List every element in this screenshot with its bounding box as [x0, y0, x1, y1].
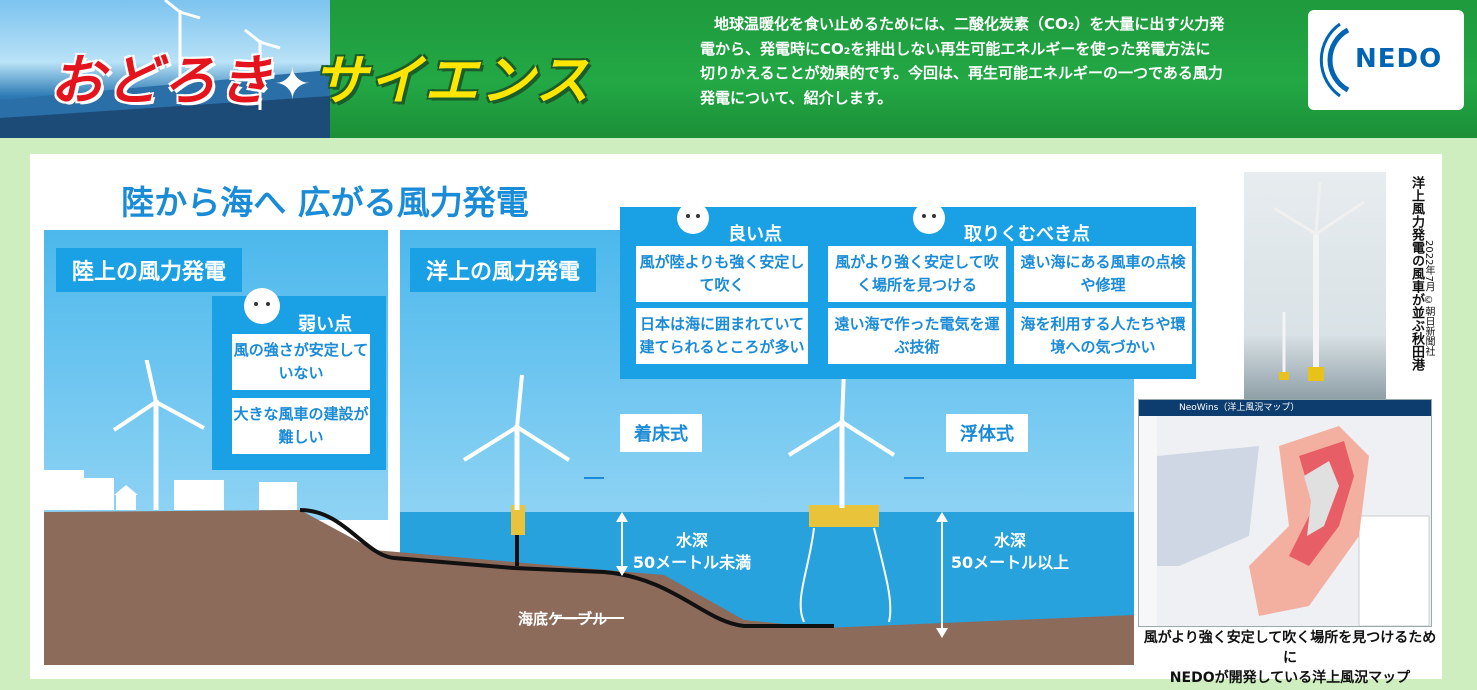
- good-item-1: 風が陸よりも強く安定して吹く: [636, 246, 808, 302]
- depth-deep-label: 水深 50メートル以上: [950, 530, 1070, 574]
- intro-line-3: 切りかえることが効果的です。今回は、再生可能エネルギーの一つである風力: [700, 64, 1223, 82]
- weak-points-title: 弱い点: [298, 314, 352, 335]
- photo-caption-text: 洋上風力発電の風車が並ぶ秋田港: [1409, 176, 1424, 371]
- wind-condition-map: [1139, 416, 1430, 627]
- map-caption-line1: 風がより強く安定して吹く場所を見つけるために: [1143, 630, 1437, 666]
- wind-map-window: NeoWins（洋上風況マップ）: [1138, 399, 1432, 627]
- nedo-logo-text: NEDO: [1355, 44, 1443, 74]
- good-points-title: 良い点: [728, 224, 782, 245]
- photo-caption: 洋上風力発電の風車が並ぶ秋田港: [1396, 176, 1424, 396]
- intro-line-4: 発電について、紹介します。: [700, 88, 893, 107]
- weak-item-2: 大きな風車の建設が難しい: [232, 398, 370, 454]
- akita-port-photo: [1244, 172, 1386, 404]
- header-photo: [0, 0, 330, 138]
- nedo-arc-icon: [1319, 22, 1350, 98]
- intro-line-1: 地球温暖化を食い止めるためには、二酸化炭素（CO₂）を大量に出す火力発: [714, 15, 1225, 33]
- depth-shallow-line1: 水深: [675, 531, 708, 550]
- wind-character-icon: [904, 194, 954, 242]
- header-landscape-illustration: [0, 0, 330, 138]
- map-caption: 風がより強く安定して吹く場所を見つけるために NEDOが開発している洋上風況マッ…: [1140, 628, 1440, 688]
- sea-wind-label: 洋上の風力発電: [410, 248, 597, 292]
- intro-line-2: 電から、発電時にCO₂を排出しない再生可能エネルギーを使った発電方法に: [700, 39, 1211, 58]
- fixed-type-label: 着床式: [620, 414, 702, 452]
- map-window-title: NeoWins（洋上風況マップ）: [1139, 400, 1431, 416]
- cross-section-illustration: [44, 360, 1134, 665]
- depth-deep-line2: 50メートル以上: [950, 553, 1070, 572]
- offshore-turbines-photo: [1273, 181, 1365, 381]
- cable-label: 海底ケーブル: [518, 610, 608, 628]
- wind-character-icon: [232, 280, 292, 334]
- floating-type-label: 浮体式: [946, 414, 1028, 452]
- task-points-title: 取りくむべき点: [964, 224, 1090, 245]
- good-item-2: 日本は海に囲まれていて建てられるところが多い: [636, 308, 808, 364]
- intro-text: 地球温暖化を食い止めるためには、二酸化炭素（CO₂）を大量に出す火力発 電から、…: [700, 12, 1260, 110]
- land-wind-label: 陸上の風力発電: [56, 248, 243, 292]
- photo-credit: 2022年7月 ©朝日新聞社: [1423, 240, 1434, 356]
- series-logo: おどろき✦サイエンス: [50, 36, 591, 115]
- nedo-logo: [1308, 10, 1464, 110]
- depth-shallow-label: 水深 50メートル未満: [632, 530, 752, 574]
- sparkle-icon: ✦: [274, 59, 313, 110]
- depth-shallow-line2: 50メートル未満: [632, 553, 752, 572]
- logo-part1: おどろき: [50, 49, 274, 112]
- depth-deep-line1: 水深: [993, 531, 1026, 550]
- task-item-2: 遠い海にある風車の点検や修理: [1014, 246, 1192, 302]
- logo-part2: サイエンス: [312, 49, 592, 112]
- task-item-4: 海を利用する人たちや環境への気づかい: [1014, 308, 1192, 364]
- weak-item-1: 風の強さが安定していない: [232, 334, 370, 390]
- page-title: 陸から海へ 広がる風力発電: [60, 172, 590, 228]
- task-item-3: 遠い海で作った電気を運ぶ技術: [828, 308, 1006, 364]
- task-item-1: 風がより強く安定して吹く場所を見つける: [828, 246, 1006, 302]
- map-caption-line2: NEDOが開発している洋上風況マップ: [1169, 670, 1411, 686]
- wind-character-icon: [668, 194, 718, 242]
